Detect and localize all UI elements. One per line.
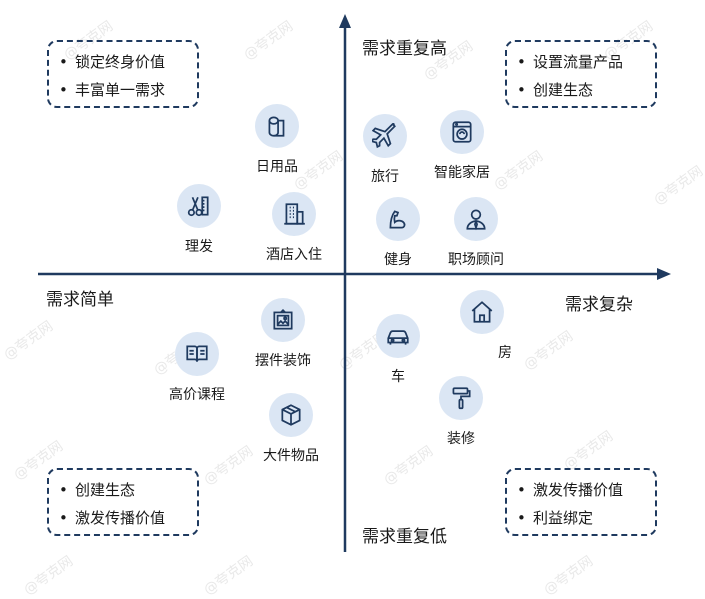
item-label: 房 bbox=[498, 345, 512, 361]
item-gaojia: 高价课程 bbox=[149, 332, 245, 404]
item-lvxing: 旅行 bbox=[337, 114, 433, 186]
item-baijian: 摆件装饰 bbox=[235, 298, 331, 370]
quadrant-text: 丰富单一需求 bbox=[75, 81, 166, 99]
quadrant-text: 创建生态 bbox=[533, 81, 594, 99]
item-label: 健身 bbox=[384, 252, 412, 268]
quadrant-box-top-right: •设置流量产品 •创建生态 bbox=[505, 40, 657, 108]
quadrant-text: 激发传播价值 bbox=[533, 481, 624, 499]
open-book-icon bbox=[175, 332, 219, 376]
quadrant-box-bottom-left: •创建生态 •激发传播价值 bbox=[47, 468, 199, 536]
quadrant-text: 设置流量产品 bbox=[533, 53, 624, 71]
quadrant-text: 创建生态 bbox=[75, 481, 136, 499]
muscle-arm-icon bbox=[376, 197, 420, 241]
car-icon bbox=[376, 314, 420, 358]
item-zhineng: 智能家居 bbox=[414, 110, 510, 182]
hotel-building-icon bbox=[272, 192, 316, 236]
item-label: 高价课程 bbox=[169, 387, 225, 403]
axis-label-bottom: 需求重复低 bbox=[362, 527, 447, 547]
item-label: 理发 bbox=[185, 239, 213, 255]
vertical-axis-arrow bbox=[339, 14, 351, 28]
item-zhuangxiu: 装修 bbox=[413, 376, 509, 448]
axis-label-top: 需求重复高 bbox=[362, 39, 447, 59]
quadrant-box-bottom-right: •激发传播价值 •利益绑定 bbox=[505, 468, 657, 536]
axis-label-right: 需求复杂 bbox=[565, 295, 633, 315]
quadrant-text: 利益绑定 bbox=[533, 509, 594, 527]
horizontal-axis-arrow bbox=[657, 268, 671, 280]
item-label: 旅行 bbox=[371, 169, 399, 185]
item-label: 摆件装饰 bbox=[255, 353, 311, 369]
item-fang: 房 bbox=[434, 290, 530, 362]
axis-label-left: 需求简单 bbox=[46, 290, 114, 310]
item-zhichang: 职场顾问 bbox=[428, 197, 524, 269]
quadrant-text: 锁定终身价值 bbox=[75, 53, 166, 71]
item-label: 智能家居 bbox=[434, 165, 490, 181]
item-label: 职场顾问 bbox=[448, 252, 504, 268]
item-dajian: 大件物品 bbox=[243, 393, 339, 465]
item-label: 日用品 bbox=[256, 159, 298, 175]
consultant-person-icon bbox=[454, 197, 498, 241]
scissors-comb-icon bbox=[177, 184, 221, 228]
item-jiudian: 酒店入住 bbox=[246, 192, 342, 264]
toilet-paper-icon bbox=[255, 104, 299, 148]
airplane-icon bbox=[363, 114, 407, 158]
item-che: 车 bbox=[350, 314, 446, 386]
item-riyongpin: 日用品 bbox=[229, 104, 325, 176]
item-label: 酒店入住 bbox=[266, 247, 322, 263]
item-label: 装修 bbox=[447, 431, 475, 447]
item-jianshen: 健身 bbox=[350, 197, 446, 269]
item-label: 车 bbox=[391, 369, 405, 385]
item-lifa: 理发 bbox=[151, 184, 247, 256]
package-box-icon bbox=[269, 393, 313, 437]
picture-frame-icon bbox=[261, 298, 305, 342]
washing-machine-icon bbox=[440, 110, 484, 154]
paint-roller-icon bbox=[439, 376, 483, 420]
quadrant-text: 激发传播价值 bbox=[75, 509, 166, 527]
house-icon bbox=[460, 290, 504, 334]
item-label: 大件物品 bbox=[263, 448, 319, 464]
quadrant-box-top-left: •锁定终身价值 •丰富单一需求 bbox=[47, 40, 199, 108]
